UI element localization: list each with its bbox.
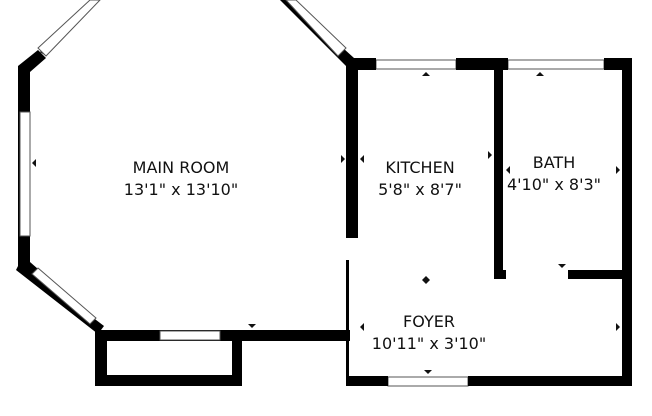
window <box>507 59 605 70</box>
window <box>159 330 221 341</box>
window <box>37 0 101 57</box>
room-label-main-room: MAIN ROOM 13'1" x 13'10" <box>124 157 238 201</box>
room-name: KITCHEN <box>385 158 455 177</box>
room-label-bath: BATH 4'10" x 8'3" <box>507 152 601 196</box>
room-name: FOYER <box>403 312 455 331</box>
window <box>31 267 97 325</box>
window <box>285 0 347 57</box>
window <box>375 59 457 70</box>
room-size: 5'8" x 8'7" <box>378 180 462 199</box>
room-size: 13'1" x 13'10" <box>123 180 239 199</box>
room-name: MAIN ROOM <box>132 158 230 177</box>
room-size: 10'11" x 3'10" <box>371 334 487 353</box>
windows <box>19 0 605 387</box>
room-label-kitchen: KITCHEN 5'8" x 8'7" <box>378 157 462 201</box>
dimension-markers <box>32 72 620 374</box>
room-label-foyer: FOYER 10'11" x 3'10" <box>372 311 486 355</box>
unit-walls <box>346 58 632 386</box>
room-name: BATH <box>532 153 576 172</box>
room-size: 4'10" x 8'3" <box>506 175 602 194</box>
door <box>387 376 469 387</box>
window <box>19 111 31 237</box>
